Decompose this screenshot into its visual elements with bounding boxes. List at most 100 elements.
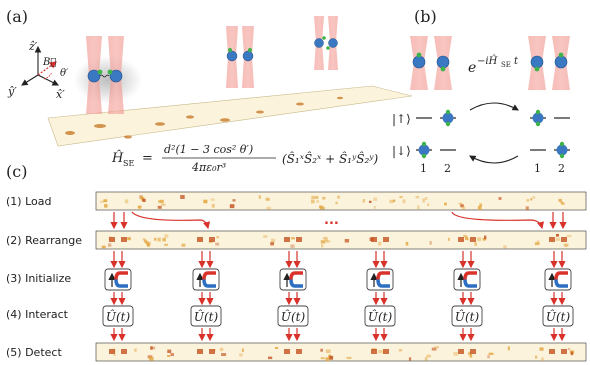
- pair-column: Û(t): [277, 251, 309, 342]
- fluorescence-spot: [215, 242, 220, 246]
- fluorescence-spot: [320, 357, 325, 360]
- fluorescence-spot: [463, 234, 467, 238]
- fluorescence-spot: [311, 199, 315, 204]
- fluorescence-spot: [426, 354, 431, 358]
- fluorescence-spot: [417, 205, 420, 210]
- fluorescence-spot: [326, 240, 331, 243]
- fluorescence-spot: [145, 241, 149, 245]
- fluorescence-spot: [535, 355, 538, 359]
- fluorescence-spot: [532, 196, 536, 199]
- axis-z-label: ẑ′: [28, 40, 38, 53]
- fluorescence-spot: [134, 348, 137, 352]
- evolution-t: t: [514, 56, 519, 67]
- fluorescence-spot: [150, 346, 153, 350]
- fluorescence-spot: [335, 201, 338, 205]
- fluorescence-spot: [316, 200, 320, 203]
- interact-box: [190, 305, 222, 327]
- magnet-icon: [554, 271, 568, 288]
- fluorescence-spot: [322, 196, 326, 200]
- atom-site: [383, 237, 389, 242]
- fluorescence-spot: [482, 238, 486, 241]
- atom-site: [458, 237, 464, 242]
- fluorescence-spot: [320, 348, 323, 352]
- fluorescence-spot: [431, 347, 437, 351]
- fluorescence-spot: [444, 202, 447, 206]
- axis-y-label: ŷ′: [7, 85, 17, 98]
- atom-icon: [442, 112, 454, 124]
- fluorescence-spot: [461, 206, 466, 210]
- fluorescence-spot: [434, 346, 439, 349]
- fluorescence-spot: [389, 199, 394, 204]
- fluorescence-spot: [458, 202, 463, 205]
- atom-site: [121, 349, 127, 354]
- fluorescence-spot: [164, 243, 169, 246]
- fluorescence-spot: [453, 351, 459, 356]
- fluorescence-spot: [399, 196, 403, 199]
- atom-icon: [532, 112, 544, 124]
- fluorescence-spot: [503, 245, 507, 249]
- fluorescence-spot: [108, 243, 112, 247]
- fluorescence-spot: [325, 357, 330, 362]
- fluorescence-spot: [487, 355, 490, 359]
- fluorescence-spot: [138, 206, 141, 210]
- fluorescence-spot: [325, 239, 329, 242]
- atom-site: [109, 237, 115, 242]
- tweezer-pair-1: [74, 36, 142, 114]
- interact-box: [542, 305, 574, 327]
- fluorescence-spot: [498, 197, 502, 200]
- substrate-fluorescence: [65, 96, 343, 139]
- fluorescence-spot: [466, 238, 470, 241]
- fluorescence-spot: [216, 236, 219, 239]
- fluorescence-speckles: [100, 195, 575, 362]
- magnet-icon: [114, 271, 128, 288]
- evolution-base: e: [468, 60, 476, 76]
- unitary-label: Û(t): [546, 308, 571, 324]
- fluorescence-spot: [239, 353, 243, 357]
- load-to-rearrange-arrows: [110, 211, 567, 230]
- atom-site: [458, 349, 464, 354]
- fluorescence-spot: [150, 346, 156, 350]
- fluorescence-spot: [460, 204, 464, 208]
- hamiltonian-denominator: 4πε₀r³: [191, 161, 226, 174]
- fluorescence-spot: [378, 241, 382, 246]
- interact-box: [451, 305, 483, 327]
- fluorescence-spot: [210, 198, 215, 201]
- fluorescence-spot: [203, 199, 208, 204]
- fluorescence-spot: [127, 237, 131, 241]
- atom-icon: [436, 55, 450, 69]
- fluorescence-spot: [474, 242, 477, 246]
- hamiltonian-equals: =: [142, 151, 153, 166]
- fluorescence-spot: [104, 204, 108, 208]
- magnet-icon: [376, 271, 390, 288]
- atom-site: [383, 349, 389, 354]
- fluorescence-spot: [211, 203, 215, 208]
- magnet-icon: [463, 271, 477, 288]
- image-strip-rearrange: [95, 230, 587, 250]
- atom-site: [561, 237, 567, 242]
- site-label-1: 1: [420, 162, 427, 175]
- fluorescence-spot: [149, 357, 154, 361]
- fluorescence-spot: [154, 237, 157, 241]
- fluorescence-spot: [164, 234, 169, 238]
- pair-column: Û(t): [102, 251, 134, 342]
- interact-box: [102, 305, 134, 327]
- fluorescence-spot: [290, 244, 295, 248]
- unitary-label: Û(t): [281, 308, 306, 324]
- step-columns: Û(t)Û(t)Û(t)Û(t)Û(t)Û(t): [102, 251, 574, 342]
- fluorescence-spot: [424, 357, 428, 361]
- fluorescence-spot: [181, 243, 186, 247]
- evolution-operator: e −iĤ SE t: [468, 55, 519, 76]
- theta-label: θ′: [60, 68, 69, 79]
- fluorescence-spot: [507, 346, 510, 351]
- fluorescence-spot: [147, 242, 150, 247]
- panel-c-label: (c): [6, 162, 27, 181]
- atom-icon: [418, 144, 430, 156]
- site-label-2: 2: [444, 162, 451, 175]
- unitary-label: Û(t): [106, 308, 131, 324]
- fluorescence-spot: [320, 206, 325, 210]
- fluorescence-spot: [103, 199, 108, 203]
- fluorescence-spot: [477, 206, 482, 210]
- fluorescence-spot: [329, 355, 334, 360]
- fluorescence-spot: [526, 199, 530, 202]
- site-label-1: 1: [534, 162, 541, 175]
